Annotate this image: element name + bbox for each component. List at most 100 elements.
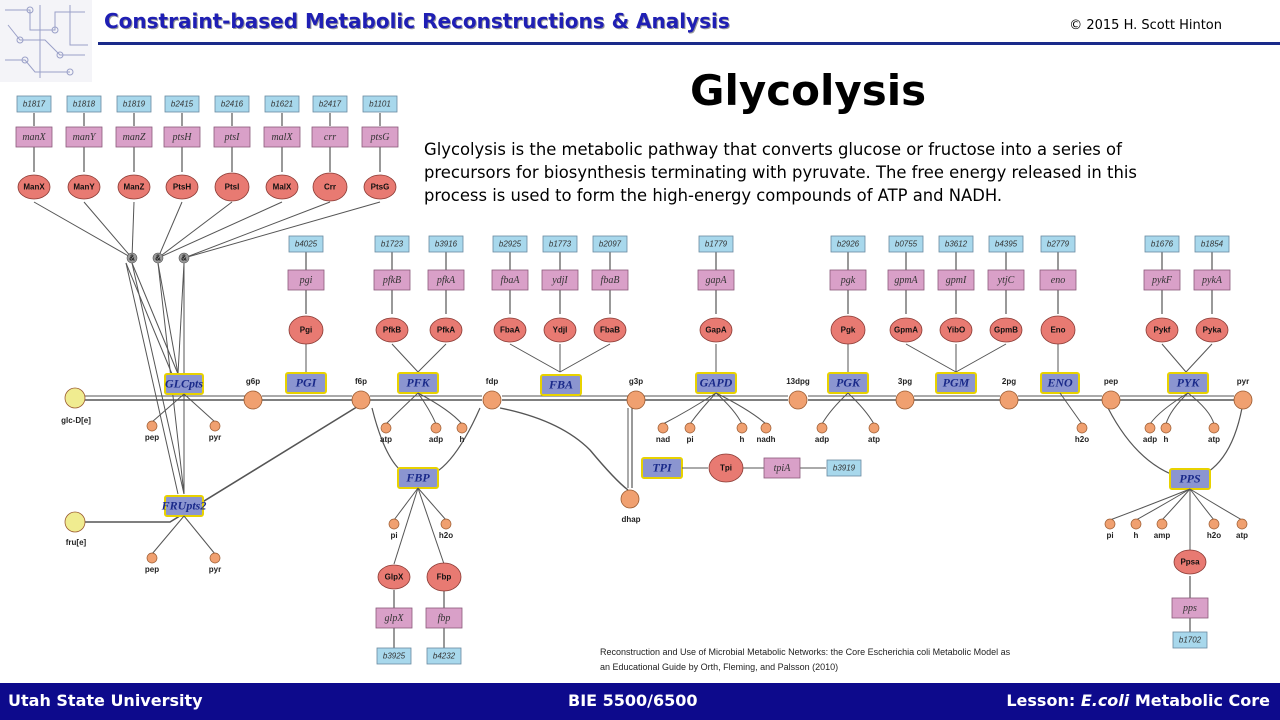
footer-lesson-organism: E.coli: [1080, 691, 1130, 710]
side-metabolite-node: [146, 420, 158, 432]
bnumber-box: [1040, 235, 1076, 253]
side-metabolite-label: atp: [1208, 435, 1220, 444]
side-metabolite-node: [868, 422, 880, 434]
protein-node: [377, 564, 411, 590]
edge: [177, 262, 185, 375]
header-title: Constraint-based Metabolic Reconstructio…: [104, 9, 730, 33]
protein-label: GapA: [705, 326, 727, 335]
protein-node: [1195, 317, 1229, 343]
edge: [1135, 488, 1191, 521]
protein-label: YdjI: [553, 326, 568, 335]
edge: [1161, 488, 1191, 521]
edge: [1059, 392, 1083, 425]
side-metabolite-label: h2o: [1075, 435, 1089, 444]
bnumber-box: [938, 235, 974, 253]
gene-box: [263, 126, 301, 148]
side-metabolite-node: [380, 422, 392, 434]
side-metabolite-label: h: [460, 435, 465, 444]
protein-label: Pyka: [1203, 326, 1222, 335]
bnumber-label: b2415: [171, 100, 194, 109]
side-metabolite-node: [440, 518, 452, 530]
edge: [417, 392, 437, 425]
header-divider: [98, 42, 1280, 45]
bnumber-label: b0755: [895, 240, 918, 249]
side-metabolite-label: pi: [1106, 531, 1113, 540]
external-metabolite-label: glc-D[e]: [61, 416, 91, 425]
edge: [131, 262, 179, 375]
bnumber-box: [428, 235, 464, 253]
logo: [0, 0, 92, 82]
edge: [385, 392, 419, 425]
protein-node: [265, 174, 299, 200]
edge: [83, 201, 133, 259]
reaction-label: GLCpts: [165, 376, 203, 390]
metabolite-label: pyr: [1237, 377, 1249, 386]
protein-label: Fbp: [437, 573, 452, 582]
side-metabolite-label: atp: [380, 435, 392, 444]
side-metabolite-node: [684, 422, 696, 434]
protein-label: PtsI: [225, 183, 240, 192]
side-metabolite-label: nadh: [756, 435, 775, 444]
side-metabolite-label: atp: [868, 435, 880, 444]
bnumber-label: b1676: [1151, 240, 1174, 249]
edge: [80, 404, 361, 523]
slide-description: Glycolysis is the metabolic pathway that…: [424, 140, 1137, 205]
reaction-box: [540, 374, 582, 396]
metabolite-label: 3pg: [898, 377, 912, 386]
protein-node: [429, 317, 463, 343]
protein-label: GpmB: [994, 326, 1018, 335]
protein-node: [288, 315, 324, 345]
edge: [1189, 488, 1215, 521]
reaction-label: GAPD: [700, 375, 733, 389]
gene-label: manX: [22, 132, 46, 143]
gene-label: pykA: [1201, 275, 1223, 286]
gene-box: [361, 126, 399, 148]
gene-box: [829, 269, 867, 291]
gene-box: [425, 607, 463, 629]
metabolite-label: 13dpg: [786, 377, 810, 386]
bnumber-label: b2779: [1047, 240, 1070, 249]
protein-node: [214, 172, 250, 202]
metabolite-node: [1233, 390, 1253, 410]
edge: [125, 262, 179, 495]
metabolite-node: [999, 390, 1019, 410]
bnumber-box: [592, 235, 628, 253]
bnumber-box: [312, 95, 348, 113]
protein-node: [426, 562, 462, 592]
edge: [417, 487, 447, 521]
bnumber-box: [1172, 631, 1208, 649]
gene-box: [15, 126, 53, 148]
gene-box: [1171, 597, 1209, 619]
bnumber-label: b3925: [383, 652, 406, 661]
side-metabolite-node: [1144, 422, 1156, 434]
side-metabolite-node: [760, 422, 772, 434]
edge: [1187, 392, 1215, 425]
metabolite-node: [895, 390, 915, 410]
protein-node: [17, 174, 51, 200]
gene-label: fbaB: [601, 275, 620, 286]
bnumber-label: b1819: [123, 100, 146, 109]
gene-label: manY: [73, 132, 97, 143]
gene-label: tpiA: [774, 463, 792, 474]
gene-label: gpmI: [946, 275, 967, 286]
gene-label: eno: [1051, 275, 1065, 286]
protein-label: FbaB: [600, 326, 620, 335]
side-metabolite-label: amp: [1154, 531, 1171, 540]
bnumber-label: b1854: [1201, 240, 1224, 249]
side-metabolite-label: pyr: [209, 565, 221, 574]
protein-label: PfkA: [437, 326, 455, 335]
gene-box: [213, 126, 251, 148]
protein-node: [699, 317, 733, 343]
gene-label: pfkA: [436, 275, 456, 286]
protein-node: [67, 174, 101, 200]
side-metabolite-label: adp: [429, 435, 443, 444]
gene-box: [697, 269, 735, 291]
gene-box: [987, 269, 1025, 291]
side-metabolite-node: [209, 552, 221, 564]
edge: [183, 515, 216, 555]
side-metabolite-node: [1208, 422, 1220, 434]
protein-label: Eno: [1050, 326, 1065, 335]
complex-marker-label: &: [155, 254, 161, 263]
edge: [1109, 488, 1191, 521]
edge: [1165, 392, 1189, 425]
